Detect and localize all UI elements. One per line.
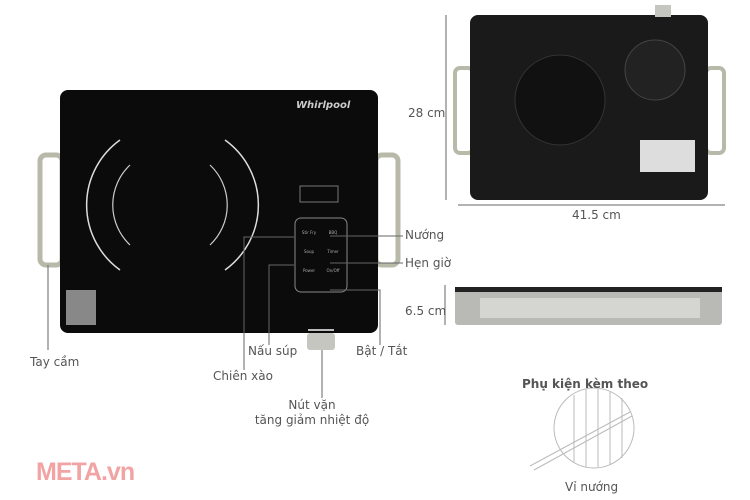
- timer-button: Timer: [327, 249, 339, 254]
- coil-area: [514, 54, 606, 146]
- stir-fry-button: Stir Fry: [301, 230, 317, 235]
- callout-grill: Nướng: [405, 228, 445, 242]
- power-button: Power: [302, 268, 316, 273]
- soup-button: Soup: [303, 249, 315, 254]
- dimension-height: 6.5 cm: [405, 304, 447, 318]
- knob-top: [655, 5, 671, 17]
- dimension-width: 41.5 cm: [572, 208, 621, 222]
- left-handle: [37, 152, 65, 268]
- accessory-item: Vỉ nướng: [565, 480, 619, 494]
- grill-rack-image: [529, 387, 635, 471]
- watermark-logo: META.vn: [36, 458, 135, 486]
- right-handle: [373, 152, 401, 268]
- dimension-depth: 28 cm: [408, 106, 446, 120]
- cooking-zone-inner: [112, 164, 131, 246]
- callout-soup: Nấu súp: [248, 344, 298, 358]
- display-window: [299, 185, 339, 203]
- control-panel-buttons: Stir Fry BBQ Soup Timer Power On/Off: [297, 230, 345, 273]
- cooktop-glass: [60, 90, 378, 333]
- accessory-heading: Phụ kiện kèm theo: [522, 377, 649, 391]
- bottom-view-handle-right: [704, 66, 726, 155]
- callout-stir-fry: Chiên xào: [213, 369, 273, 383]
- callout-knob: Nút vặn tăng giảm nhiệt độ: [250, 398, 374, 428]
- callout-on-off: Bật / Tắt: [356, 344, 408, 358]
- heat-knob: [307, 333, 335, 350]
- bbq-button: BBQ: [328, 230, 338, 235]
- rating-label: [66, 290, 96, 325]
- on-off-button: On/Off: [326, 268, 340, 273]
- fan-grille: [624, 39, 686, 101]
- cooking-zone-outer-r: [224, 139, 260, 271]
- callout-timer: Hẹn giờ: [405, 256, 452, 270]
- cooking-zone-outer: [85, 139, 121, 271]
- power-level-scale: [308, 329, 334, 331]
- cooking-zone-inner-r: [209, 164, 228, 246]
- callout-knob-line1: Nút vặn: [288, 398, 336, 412]
- callout-knob-line2: tăng giảm nhiệt độ: [254, 413, 370, 427]
- callout-handle: Tay cầm: [30, 355, 80, 369]
- brand-logo: Whirlpool: [296, 100, 351, 111]
- spec-sticker: [640, 140, 695, 172]
- control-panel: [294, 217, 348, 293]
